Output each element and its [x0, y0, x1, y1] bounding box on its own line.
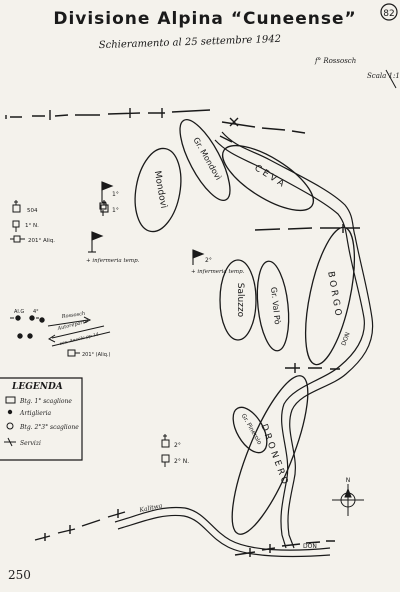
legend-item-3: Btg. 2°3° scaglione	[19, 424, 79, 431]
river-kalitwa	[114, 506, 331, 558]
sector-borgo: B O R G O	[304, 226, 356, 366]
command-marker-2c: 2°	[192, 249, 212, 265]
marker-2c-label: 2°	[205, 257, 212, 264]
legend-swatch-1	[5, 396, 16, 404]
legend-swatch-4	[4, 437, 16, 447]
corner-mark: 82	[380, 3, 398, 21]
art-ag-label: Al.G	[14, 309, 24, 315]
marker-201-aliq-label: 201° (Aliq.)	[82, 352, 111, 358]
front-line-north	[5, 108, 306, 143]
marker-504-label: 504	[27, 208, 38, 214]
art-4-label: 4°	[33, 309, 39, 315]
marker-2n-label: 2° N.	[174, 458, 189, 465]
legend-swatch-2	[7, 409, 13, 415]
command-marker-infermeria	[88, 231, 104, 253]
label-dronero: D R O N E R O	[258, 423, 289, 486]
legend-title: LEGENDA	[11, 382, 63, 392]
marker-1-label: 1°	[112, 207, 119, 214]
sector-dronero: D R O N E R O	[231, 375, 309, 535]
label-autoreparto: Autoreparto	[56, 319, 88, 333]
compass-rose: N	[332, 477, 364, 516]
front-line-mid	[254, 224, 360, 233]
label-sez-ancola: sez. Ancola pp 14	[59, 331, 99, 347]
command-marker-2n: 2° N.	[161, 454, 189, 467]
sector-ceva: C E V A	[221, 144, 315, 212]
label-infermeria-temp: + infermeria temp.	[86, 258, 140, 264]
artillery-group: Al.G 4°	[10, 309, 45, 339]
marker-201-aliq: 201° (Aliq.)	[67, 349, 111, 358]
sector-mondovi: Mondovì	[134, 147, 182, 233]
map-subtitle: Schieramento al 25 settembre 1942	[99, 34, 282, 51]
page-number: 250	[8, 568, 31, 582]
legend-item-2: Artiglieria	[19, 410, 52, 417]
map-title: Divisione Alpina “Cuneense”	[53, 9, 356, 29]
scale-label: Scala 1:10	[367, 72, 400, 80]
label-rossosch-arrow: Rossosch	[60, 311, 85, 320]
service-arrows	[47, 316, 111, 347]
compass-north: N	[346, 477, 351, 484]
command-marker-1: 1°	[100, 200, 119, 214]
label-don-1: DON	[340, 331, 351, 346]
label-infermeria-temp-2: + infermeria temp.	[191, 269, 245, 275]
label-kalitwa: Kalitwa	[138, 502, 163, 514]
command-marker-2c-b: 2°	[161, 434, 181, 449]
label-mondovi: Mondovì	[152, 170, 168, 209]
label-saluzzo: Saluzzo	[235, 283, 245, 318]
front-line-south	[285, 363, 340, 373]
legend-swatch-3	[6, 422, 14, 430]
corner-mark-label: 82	[383, 9, 394, 19]
legend: LEGENDA Btg. 1° scaglione Artiglieria Bt…	[0, 377, 83, 461]
sector-gr-val-po: Gr. Val Pò	[256, 260, 290, 352]
legend-item-1: Btg. 1° scaglione	[19, 398, 72, 405]
label-don-2: DON	[303, 543, 317, 550]
marker-2c-b-label: 2°	[174, 442, 181, 449]
marker-201: 201° Aliq.	[10, 235, 55, 244]
marker-1n: 1° N.	[12, 220, 39, 232]
label-ceva: C E V A	[252, 163, 286, 189]
marker-504: 504	[12, 200, 38, 214]
marker-1c-label: 1°	[112, 191, 119, 198]
river-don	[214, 131, 374, 549]
sector-saluzzo: Saluzzo	[219, 259, 257, 341]
command-marker-1c: 1°	[99, 181, 119, 216]
marker-1n-label: 1° N.	[25, 223, 39, 229]
place-rossosch: f° Rossosch	[314, 57, 356, 65]
sector-gr-mondovi: Gr. Mondovì	[179, 118, 231, 202]
scale-tick	[385, 69, 397, 89]
label-borgo: B O R G O	[325, 271, 343, 317]
marker-201-label: 201° Aliq.	[28, 238, 55, 244]
legend-item-4: Servizi	[20, 440, 41, 447]
label-gr-val-po: Gr. Val Pò	[269, 286, 283, 325]
